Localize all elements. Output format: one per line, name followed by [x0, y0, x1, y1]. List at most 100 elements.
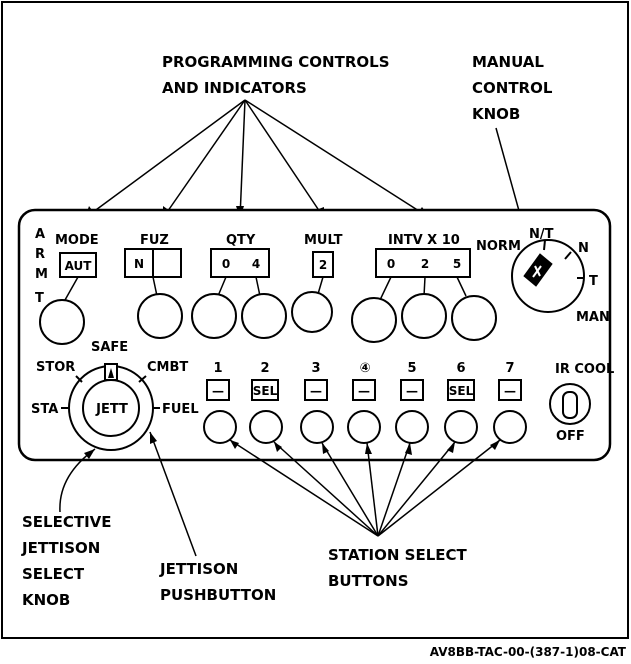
intv-knob-1[interactable] — [351, 297, 397, 343]
qty-label: QTY — [226, 233, 256, 248]
station-state: — — [406, 384, 418, 398]
callout-programming-line1: PROGRAMMING CONTROLS — [162, 53, 390, 71]
armt-letter: T — [35, 291, 44, 306]
station-select-button-7[interactable] — [493, 410, 527, 444]
qty-knob-2[interactable] — [241, 293, 287, 339]
jett-knob-fuel: FUEL — [162, 402, 199, 417]
jett-knob-stor: STOR — [36, 360, 75, 375]
qty-digit2: 4 — [252, 257, 260, 271]
armt-label: A R M T — [35, 227, 48, 306]
mode-stem — [64, 276, 79, 301]
callout-station-line2: BUTTONS — [328, 572, 409, 590]
station-state: — — [504, 384, 516, 398]
callout-manual-line3: KNOB — [472, 105, 520, 123]
callout-selective-line4: KNOB — [22, 591, 70, 609]
manual-knob-t: T — [589, 274, 598, 289]
intv-digit3: 5 — [453, 257, 461, 271]
intv-digit2: 2 — [421, 257, 429, 271]
station-state: — — [358, 384, 370, 398]
station-indicator — [251, 379, 279, 401]
callout-station-line1: STATION SELECT — [328, 546, 468, 564]
manual-knob-nt: N/T — [529, 227, 554, 242]
station-number: 2 — [260, 361, 269, 376]
station-indicator — [447, 379, 475, 401]
station-number: 5 — [407, 361, 416, 376]
jett-knob-cmbt: CMBT — [147, 360, 188, 375]
armt-letter: M — [35, 267, 48, 282]
station-select-button-6[interactable] — [444, 410, 478, 444]
station-state: — — [310, 384, 322, 398]
fuz-stem — [152, 276, 158, 297]
fuz-value-left: N — [134, 257, 144, 271]
callout-selective-line2: JETTISON — [21, 539, 100, 557]
callout-manual-line2: CONTROL — [472, 79, 553, 97]
jett-pushbutton-label[interactable]: JETT — [95, 402, 128, 417]
callout-programming-line2: AND INDICATORS — [162, 79, 307, 97]
station-number: 1 — [213, 361, 222, 376]
callout-selective-line1: SELECTIVE — [22, 513, 112, 531]
ir-cool-toggle-switch[interactable] — [549, 383, 591, 425]
station-indicator — [352, 379, 376, 401]
intv-indicator — [375, 248, 471, 278]
station-select-button-5[interactable] — [395, 410, 429, 444]
intv-stem-2 — [423, 276, 426, 297]
station-state: SEL — [449, 384, 474, 398]
manual-control-knob[interactable] — [511, 239, 585, 313]
jett-knob-sta: STA — [31, 402, 58, 417]
station-select-button-4[interactable] — [347, 410, 381, 444]
mult-stem — [317, 276, 324, 295]
armt-letter: A — [35, 227, 45, 242]
fuz-label: FUZ — [140, 233, 169, 248]
intv-stem-1 — [379, 276, 392, 301]
mode-label: MODE — [55, 233, 99, 248]
figure-frame — [1, 1, 629, 639]
intv-knob-3[interactable] — [451, 295, 497, 341]
manual-knob-man: MAN — [576, 310, 610, 325]
qty-knob-1[interactable] — [191, 293, 237, 339]
leader-line-jettison-pushbutton — [149, 431, 197, 557]
callout-jettison-line2: PUSHBUTTON — [160, 586, 276, 604]
jett-knob-safe: SAFE — [91, 340, 128, 355]
mult-knob[interactable] — [291, 291, 333, 333]
manual-knob-norm: NORM — [476, 239, 521, 254]
leader-line-selective-knob — [59, 448, 96, 513]
mult-value: 2 — [319, 258, 327, 272]
station-select-button-1[interactable] — [203, 410, 237, 444]
manual-knob-n: N — [578, 241, 589, 256]
qty-indicator — [210, 248, 270, 278]
station-number: 6 — [456, 361, 465, 376]
station-number: 3 — [311, 361, 320, 376]
callout-jettison-line1: JETTISON — [159, 560, 238, 578]
leader-lines-programming — [84, 99, 431, 219]
ir-cool-off-label: OFF — [556, 429, 585, 444]
qty-digit1: 0 — [222, 257, 230, 271]
callout-manual-line1: MANUAL — [472, 53, 544, 71]
station-indicator — [498, 379, 522, 401]
station-number: 7 — [505, 361, 514, 376]
station-select-button-3[interactable] — [300, 410, 334, 444]
station-select-button-2[interactable] — [249, 410, 283, 444]
station-state: — — [212, 384, 224, 398]
selective-jettison-select-knob[interactable] — [61, 363, 160, 451]
station-select-buttons: 1 — 2 SEL 3 — ④ — 5 — 6 SEL 7 — — [203, 361, 527, 444]
intv-label: INTV X 10 — [388, 233, 460, 248]
station-indicator — [304, 379, 328, 401]
intv-digit1: 0 — [387, 257, 395, 271]
callout-selective-line3: SELECT — [22, 565, 85, 583]
figure-reference-code: AV8BB-TAC-00-(387-1)08-CAT — [430, 645, 627, 659]
station-state: SEL — [253, 384, 278, 398]
mult-label: MULT — [304, 233, 343, 248]
intv-knob-2[interactable] — [401, 293, 447, 339]
armt-letter: R — [35, 247, 45, 262]
fuz-knob[interactable] — [137, 293, 183, 339]
qty-stem-2 — [255, 276, 261, 297]
station-indicator — [206, 379, 230, 401]
intv-stem-3 — [456, 276, 467, 297]
mode-knob[interactable] — [39, 299, 85, 345]
ir-cool-label: IR COOL — [555, 362, 614, 377]
mode-value: AUT — [65, 259, 93, 273]
qty-stem-1 — [217, 276, 227, 297]
station-number: ④ — [359, 361, 370, 376]
leader-lines-station-select — [229, 439, 501, 537]
